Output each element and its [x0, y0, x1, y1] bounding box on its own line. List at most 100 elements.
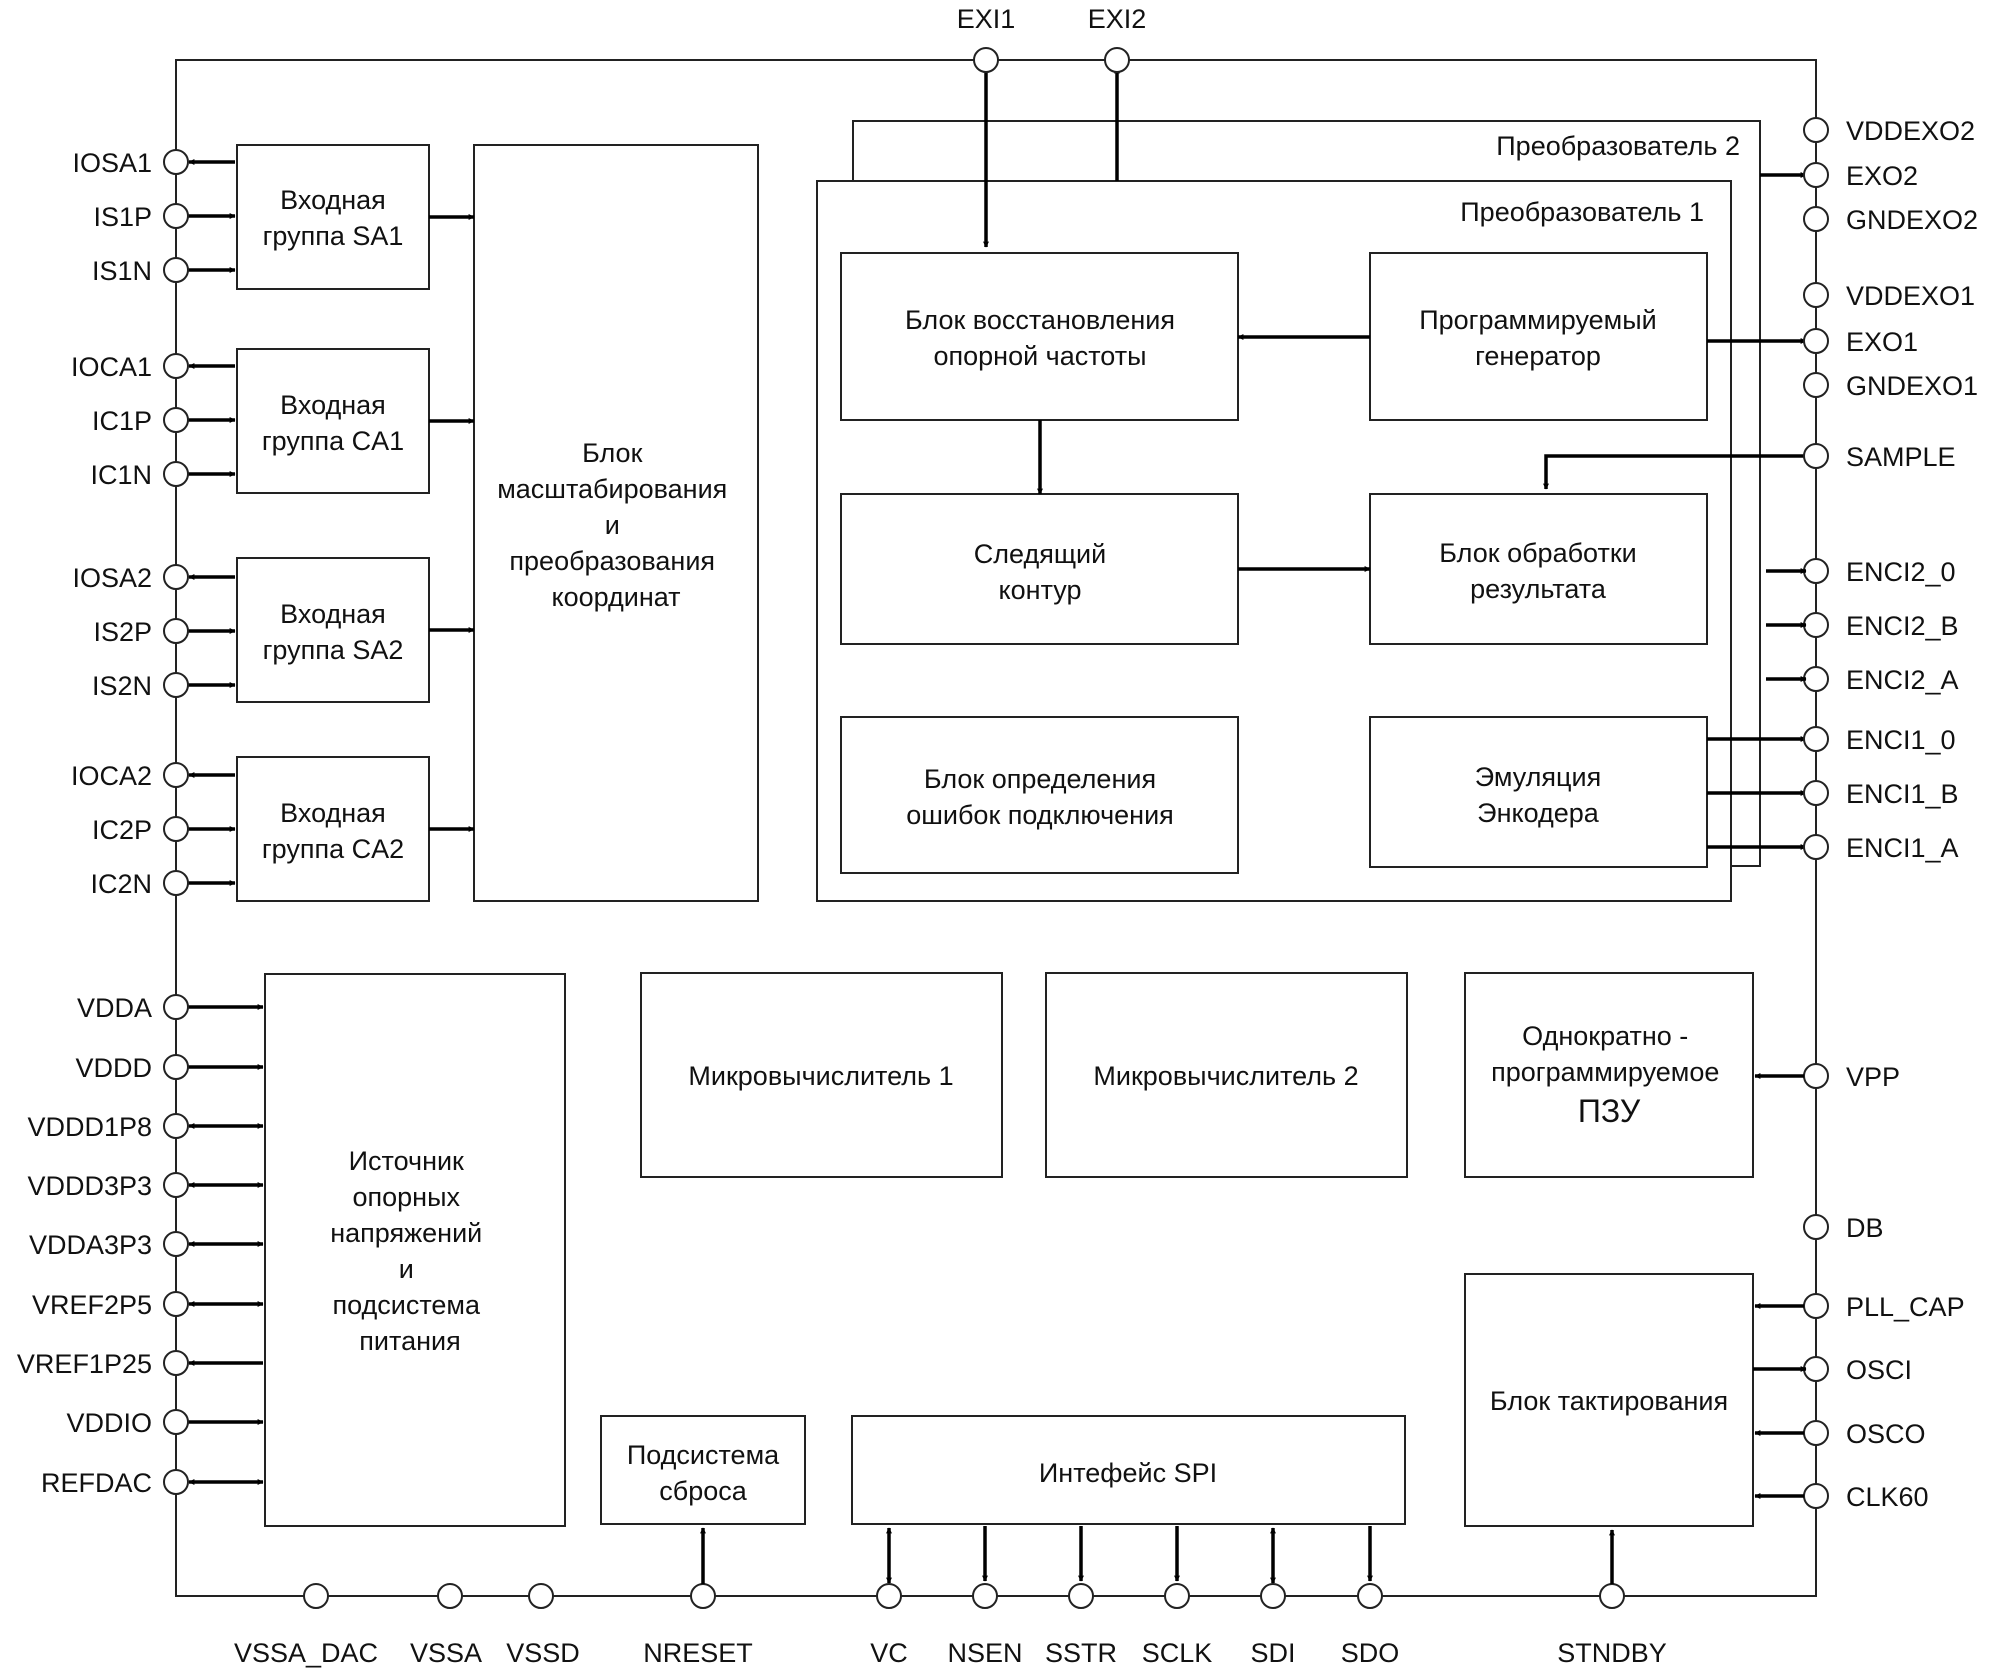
pin-sdo[interactable]: SDO — [1341, 1583, 1400, 1668]
pin-exo2-circle[interactable] — [1803, 162, 1829, 188]
pin-exo1[interactable]: EXO1 — [1803, 327, 1918, 357]
pin-ic1p-circle[interactable] — [163, 407, 189, 433]
pin-exi2[interactable]: EXI2 — [1088, 4, 1147, 73]
pin-enci2-a-circle[interactable] — [1803, 666, 1829, 692]
pin-is2p-circle[interactable] — [163, 618, 189, 644]
pin-vddd1p8[interactable]: VDDD1P8 — [27, 1112, 189, 1142]
pin-ic1n[interactable]: IC1N — [90, 460, 189, 490]
pin-enci2-0-circle[interactable] — [1803, 558, 1829, 584]
pin-nsen-circle[interactable] — [972, 1583, 998, 1609]
pin-exi2-circle[interactable] — [1104, 47, 1130, 73]
pin-vddio[interactable]: VDDIO — [66, 1408, 189, 1438]
pin-vssa-dac[interactable]: VSSA_DAC — [234, 1583, 378, 1668]
pin-ic2n-circle[interactable] — [163, 870, 189, 896]
pin-vddexo1-circle[interactable] — [1803, 282, 1829, 308]
pin-enci2-a[interactable]: ENCI2_A — [1803, 665, 1959, 695]
pin-vpp[interactable]: VPP — [1803, 1062, 1900, 1092]
pin-is2p[interactable]: IS2P — [93, 617, 189, 647]
pin-vddexo2[interactable]: VDDEXO2 — [1803, 116, 1975, 146]
pin-enci2-b-circle[interactable] — [1803, 612, 1829, 638]
pin-vref1p25[interactable]: VREF1P25 — [17, 1349, 189, 1379]
pin-osci[interactable]: OSCI — [1803, 1355, 1912, 1385]
pin-enci1-a-circle[interactable] — [1803, 834, 1829, 860]
pin-ic1n-circle[interactable] — [163, 461, 189, 487]
pin-nsen[interactable]: NSEN — [947, 1583, 1023, 1668]
pin-osco[interactable]: OSCO — [1803, 1419, 1926, 1449]
pin-ic2n[interactable]: IC2N — [90, 869, 189, 899]
pin-vdda[interactable]: VDDA — [77, 993, 189, 1023]
pin-vref1p25-circle[interactable] — [163, 1350, 189, 1376]
pin-vddd-circle[interactable] — [163, 1054, 189, 1080]
pin-osco-circle[interactable] — [1803, 1420, 1829, 1446]
pin-is1n[interactable]: IS1N — [92, 256, 189, 286]
pin-nreset-circle[interactable] — [690, 1583, 716, 1609]
pin-gndexo1[interactable]: GNDEXO1 — [1803, 371, 1978, 401]
pin-iosa1-circle[interactable] — [163, 149, 189, 175]
pin-iosa1[interactable]: IOSA1 — [72, 148, 189, 178]
pin-is1p-circle[interactable] — [163, 203, 189, 229]
pin-ioca2[interactable]: IOCA2 — [71, 761, 189, 791]
pin-sample[interactable]: SAMPLE — [1803, 442, 1956, 472]
pin-vssa[interactable]: VSSA — [410, 1583, 482, 1668]
pin-sstr-circle[interactable] — [1068, 1583, 1094, 1609]
pin-exi1[interactable]: EXI1 — [957, 4, 1016, 73]
pin-is1p[interactable]: IS1P — [93, 202, 189, 232]
pin-refdac[interactable]: REFDAC — [41, 1468, 189, 1498]
pin-enci1-a[interactable]: ENCI1_A — [1803, 833, 1959, 863]
pin-enci1-b-circle[interactable] — [1803, 780, 1829, 806]
pin-exi1-circle[interactable] — [973, 47, 999, 73]
pin-vddd3p3-circle[interactable] — [163, 1172, 189, 1198]
pin-enci1-0[interactable]: ENCI1_0 — [1803, 725, 1956, 755]
pin-iosa2[interactable]: IOSA2 — [72, 563, 189, 593]
pin-sdi[interactable]: SDI — [1250, 1583, 1296, 1668]
pin-vssa-circle[interactable] — [437, 1583, 463, 1609]
pin-db[interactable]: DB — [1803, 1213, 1884, 1243]
pin-enci1-0-circle[interactable] — [1803, 726, 1829, 752]
pin-ioca1-circle[interactable] — [163, 353, 189, 379]
pin-osci-circle[interactable] — [1803, 1356, 1829, 1382]
pin-vssd-circle[interactable] — [528, 1583, 554, 1609]
pin-gndexo2-circle[interactable] — [1803, 206, 1829, 232]
pin-vddexo1[interactable]: VDDEXO1 — [1803, 281, 1975, 311]
pin-clk60-circle[interactable] — [1803, 1483, 1829, 1509]
pin-enci1-b[interactable]: ENCI1_B — [1803, 779, 1959, 809]
pin-vddio-circle[interactable] — [163, 1409, 189, 1435]
pin-enci2-0[interactable]: ENCI2_0 — [1803, 557, 1956, 587]
pin-stndby-circle[interactable] — [1599, 1583, 1625, 1609]
pin-gndexo1-circle[interactable] — [1803, 372, 1829, 398]
pin-clk60[interactable]: CLK60 — [1803, 1482, 1929, 1512]
pin-vpp-circle[interactable] — [1803, 1063, 1829, 1089]
pin-vddd3p3[interactable]: VDDD3P3 — [27, 1171, 189, 1201]
pin-vref2p5-circle[interactable] — [163, 1291, 189, 1317]
pin-vdda3p3-circle[interactable] — [163, 1231, 189, 1257]
pin-ic2p-circle[interactable] — [163, 816, 189, 842]
pin-vddd[interactable]: VDDD — [75, 1053, 189, 1083]
pin-pll-cap[interactable]: PLL_CAP — [1803, 1292, 1965, 1322]
pin-sdo-circle[interactable] — [1357, 1583, 1383, 1609]
pin-sclk[interactable]: SCLK — [1142, 1583, 1213, 1668]
pin-vssd[interactable]: VSSD — [506, 1583, 580, 1668]
pin-sdi-circle[interactable] — [1260, 1583, 1286, 1609]
pin-gndexo2[interactable]: GNDEXO2 — [1803, 205, 1978, 235]
pin-vc-circle[interactable] — [876, 1583, 902, 1609]
pin-vddexo2-circle[interactable] — [1803, 117, 1829, 143]
pin-iosa2-circle[interactable] — [163, 564, 189, 590]
pin-vdda3p3[interactable]: VDDA3P3 — [29, 1230, 189, 1260]
pin-vdda-circle[interactable] — [163, 994, 189, 1020]
pin-pll-cap-circle[interactable] — [1803, 1293, 1829, 1319]
pin-sstr[interactable]: SSTR — [1045, 1583, 1117, 1668]
pin-ic2p[interactable]: IC2P — [92, 815, 189, 845]
pin-vref2p5[interactable]: VREF2P5 — [32, 1290, 189, 1320]
pin-ioca1[interactable]: IOCA1 — [71, 352, 189, 382]
pin-sample-circle[interactable] — [1803, 443, 1829, 469]
pin-exo2[interactable]: EXO2 — [1803, 161, 1918, 191]
pin-vssa-dac-circle[interactable] — [303, 1583, 329, 1609]
pin-vc[interactable]: VC — [870, 1583, 908, 1668]
pin-refdac-circle[interactable] — [163, 1469, 189, 1495]
pin-vddd1p8-circle[interactable] — [163, 1113, 189, 1139]
pin-is1n-circle[interactable] — [163, 257, 189, 283]
pin-enci2-b[interactable]: ENCI2_B — [1803, 611, 1959, 641]
pin-is2n[interactable]: IS2N — [92, 671, 189, 701]
pin-ic1p[interactable]: IC1P — [92, 406, 189, 436]
pin-is2n-circle[interactable] — [163, 672, 189, 698]
